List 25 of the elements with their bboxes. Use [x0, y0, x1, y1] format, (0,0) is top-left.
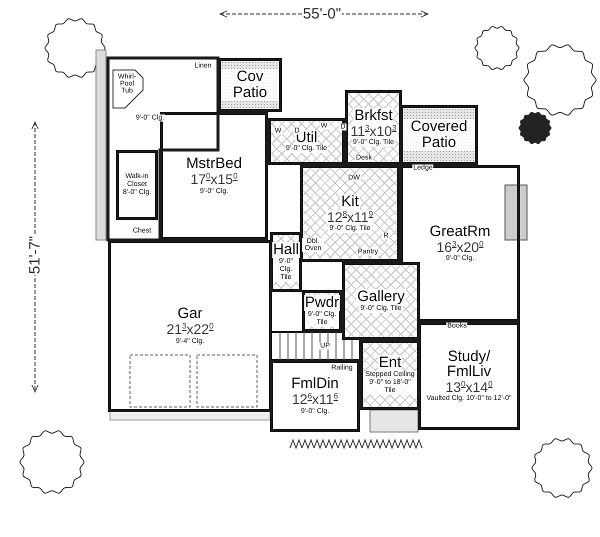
- room-area: [300, 165, 400, 262]
- room-dimensions: 13$^{0}$x14$^{0}$: [444, 380, 494, 396]
- room-name: Brkfst: [353, 108, 394, 124]
- room-area: [268, 118, 345, 165]
- room-area: [270, 232, 302, 292]
- room-name: Covered Patio: [403, 119, 475, 151]
- room-area: [270, 360, 360, 432]
- room-name: Pwdr: [304, 295, 340, 311]
- room-dimensions: 11$^{3}$x10$^{3}$: [349, 124, 398, 140]
- room-name: Cov Patio: [221, 69, 279, 101]
- room-name: Hall: [272, 242, 300, 258]
- room-name: Kit: [340, 194, 360, 210]
- room-area: [108, 240, 272, 412]
- room-dimensions: 16$^{3}$x20$^{0}$: [435, 240, 485, 256]
- patio-area: [218, 58, 282, 112]
- patio-area: [400, 105, 478, 165]
- room-name: Gallery: [356, 289, 406, 305]
- room-area: [342, 262, 420, 340]
- room-dimensions: 12$^{8}$x11$^{9}$: [326, 210, 374, 226]
- room-area: [418, 322, 520, 430]
- room-area: [345, 90, 402, 165]
- room-area: [302, 290, 342, 332]
- room-name: Ent: [378, 355, 402, 371]
- room-area: [116, 150, 158, 220]
- room-area: [360, 340, 420, 410]
